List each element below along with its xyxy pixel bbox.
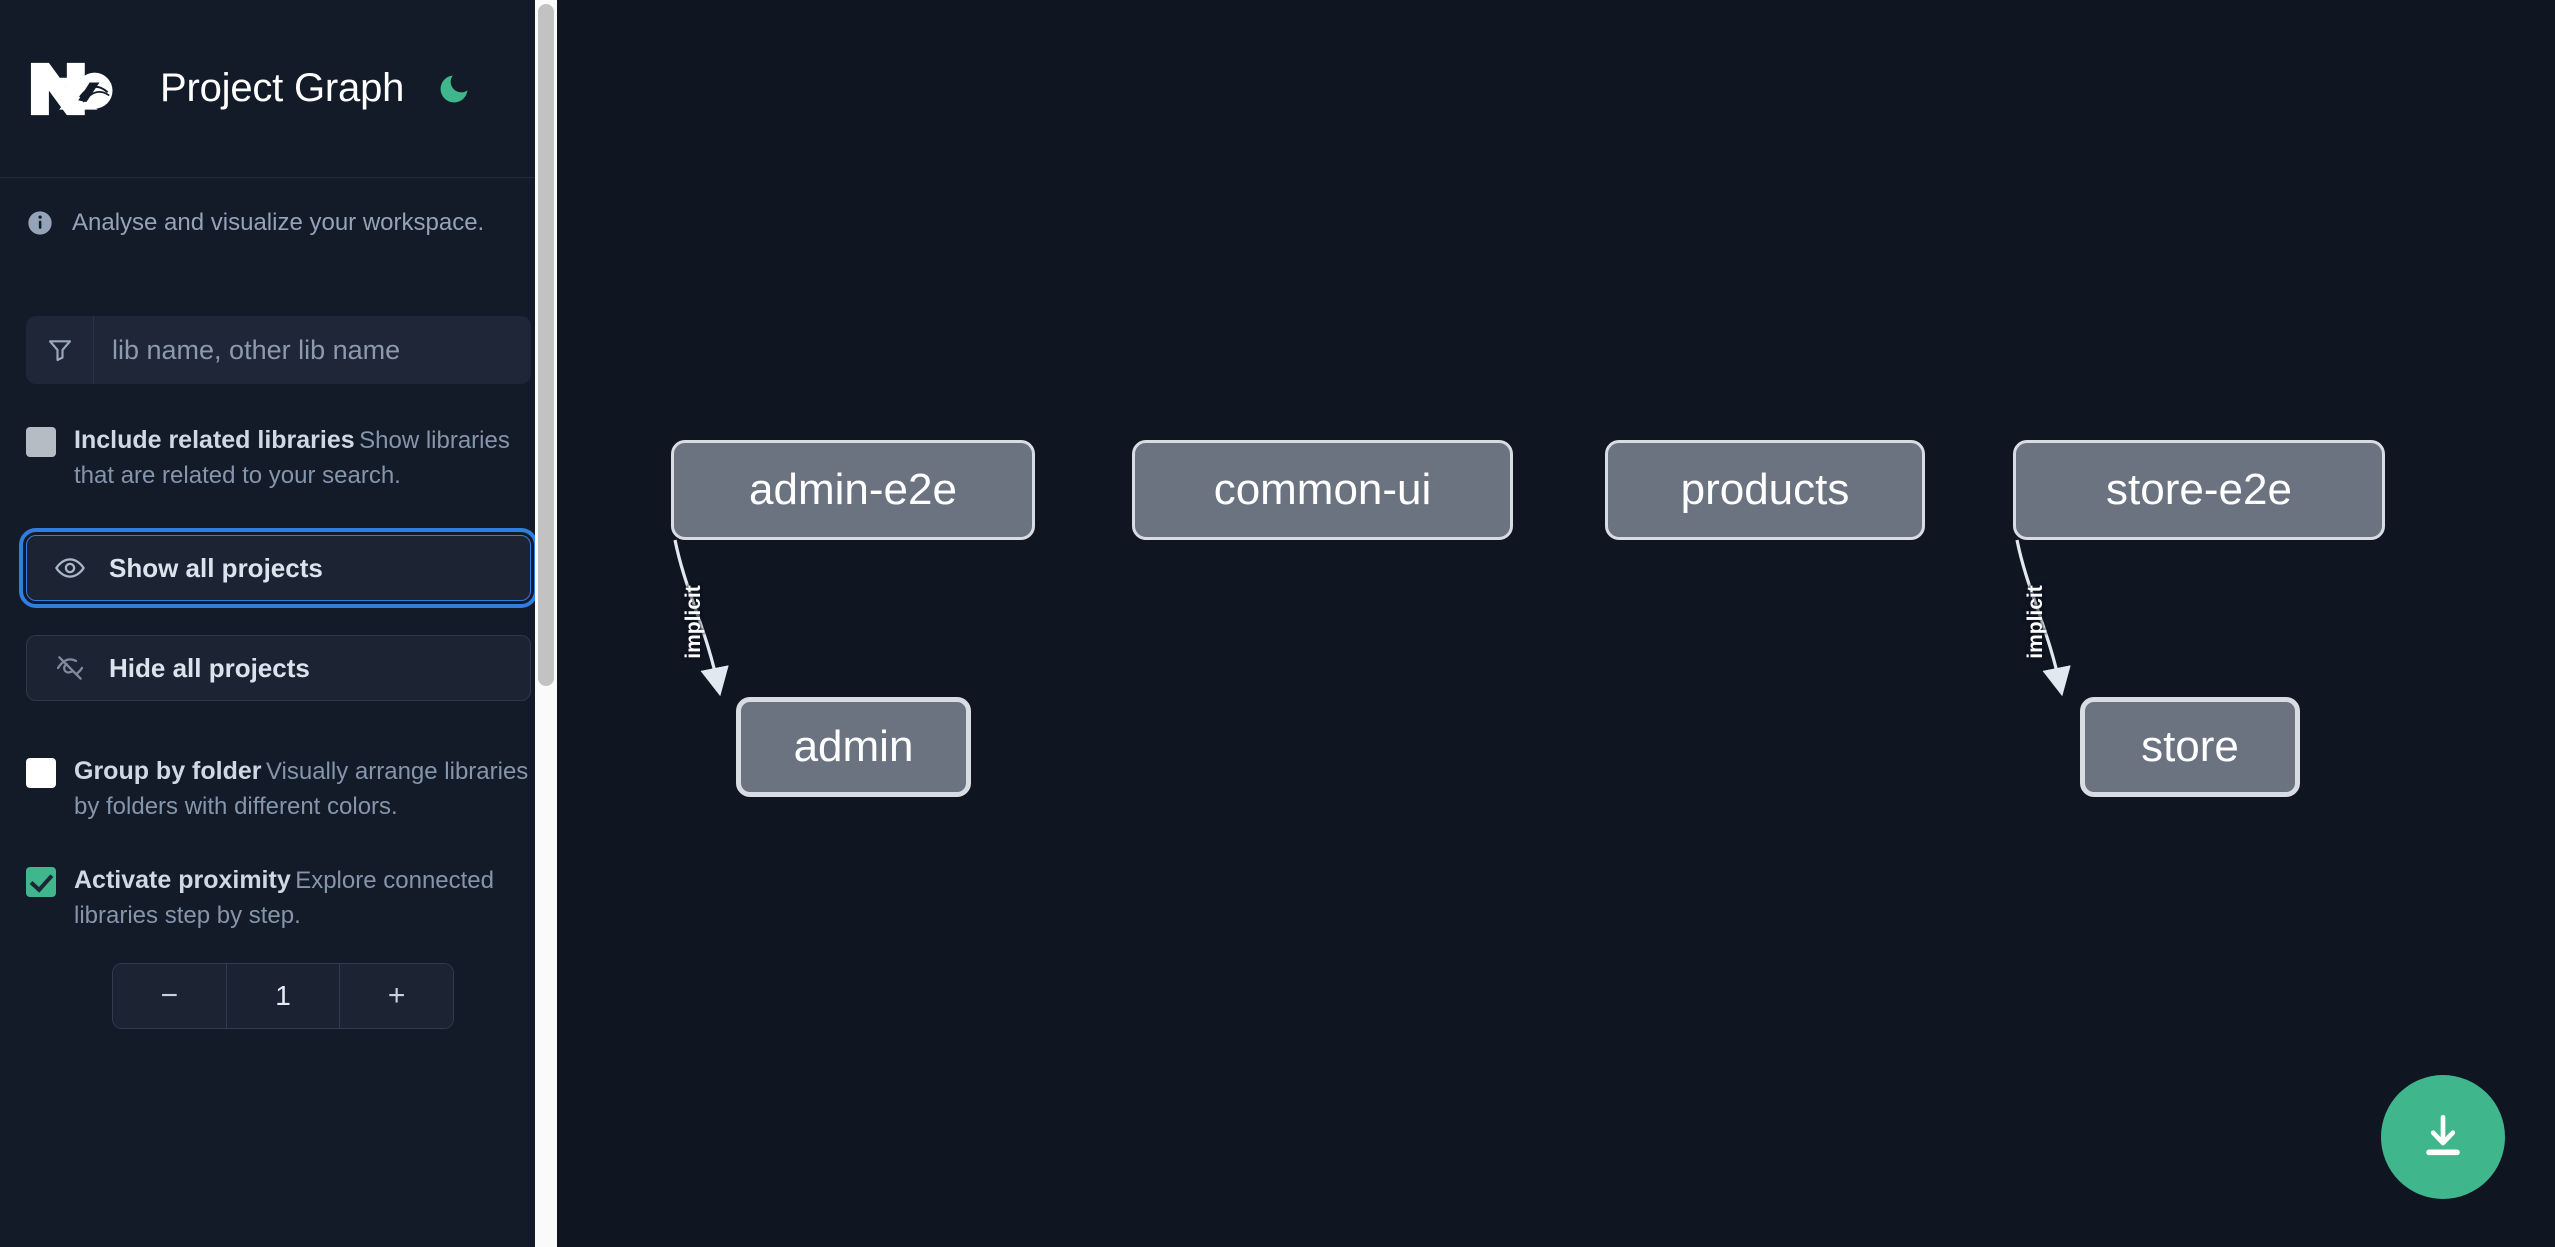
tagline-text: Analyse and visualize your workspace. xyxy=(72,209,485,236)
option-title: Activate proximity xyxy=(74,866,291,894)
option-title: Group by folder xyxy=(74,757,262,785)
group-by-folder-checkbox[interactable] xyxy=(26,758,56,788)
option-title: Include related libraries xyxy=(74,426,355,454)
option-group-by-folder[interactable]: Group by folder Visually arrange librari… xyxy=(0,753,557,824)
activate-proximity-checkbox[interactable] xyxy=(26,867,56,897)
download-graph-button[interactable] xyxy=(2381,1075,2505,1199)
node-label: store xyxy=(2141,722,2239,771)
edge-label-store-e2e-store: implicit xyxy=(2023,585,2047,659)
option-text: Include related libraries Show libraries… xyxy=(74,422,531,493)
proximity-decrement-button[interactable]: − xyxy=(113,964,226,1028)
moon-icon[interactable] xyxy=(432,67,476,111)
option-description: Explore connected libraries step by step… xyxy=(74,867,494,929)
graph-node-products[interactable]: products xyxy=(1605,440,1925,540)
graph-node-admin-e2e[interactable]: admin-e2e xyxy=(671,440,1035,540)
edge-store-e2e-store xyxy=(2015,539,2071,697)
sidebar-content: Project Graph Analyse and visualize your… xyxy=(0,0,557,1029)
option-text: Group by folder Visually arrange librari… xyxy=(74,753,531,824)
graph-node-common-ui[interactable]: common-ui xyxy=(1132,440,1513,540)
brand-row: Project Graph xyxy=(0,0,557,178)
info-icon xyxy=(26,209,54,237)
graph-edges-layer xyxy=(673,539,2071,697)
node-label: products xyxy=(1680,465,1850,514)
node-label: store-e2e xyxy=(2106,465,2292,514)
nx-logo-icon xyxy=(26,58,124,120)
edge-admin-e2e-admin xyxy=(673,539,729,697)
option-text: Activate proximity Explore connected lib… xyxy=(74,862,531,933)
node-label: common-ui xyxy=(1213,465,1432,514)
download-icon xyxy=(2415,1108,2471,1167)
node-label: admin xyxy=(793,722,914,771)
show-all-projects-label: Show all projects xyxy=(109,552,323,583)
eye-off-icon xyxy=(53,651,87,685)
include-related-libraries-checkbox[interactable] xyxy=(26,427,56,457)
hide-all-projects-label: Hide all projects xyxy=(109,652,310,683)
node-label: admin-e2e xyxy=(749,465,957,514)
sidebar-scrollbar[interactable] xyxy=(535,0,557,1247)
edge-label-admin-e2e-admin: implicit xyxy=(681,585,705,659)
graph-node-admin[interactable]: admin xyxy=(736,697,971,797)
option-description: Visually arrange libraries by folders wi… xyxy=(74,758,529,820)
show-all-projects-button[interactable]: Show all projects xyxy=(19,528,538,608)
proximity-stepper: − 1 + xyxy=(112,963,454,1029)
option-activate-proximity[interactable]: Activate proximity Explore connected lib… xyxy=(0,862,557,933)
option-description: Show libraries that are related to your … xyxy=(74,427,510,489)
page-title: Project Graph xyxy=(160,66,405,110)
search-input[interactable] xyxy=(94,316,531,384)
graph-node-store[interactable]: store xyxy=(2080,697,2300,797)
sidebar: Project Graph Analyse and visualize your… xyxy=(0,0,557,1247)
filter-funnel-icon[interactable] xyxy=(26,316,94,384)
graph-node-store-e2e[interactable]: store-e2e xyxy=(2013,440,2385,540)
visibility-buttons: Show all projects Hide all projects xyxy=(0,528,557,701)
search-field[interactable] xyxy=(26,316,531,384)
proximity-increment-button[interactable]: + xyxy=(340,964,453,1028)
hide-all-projects-button[interactable]: Hide all projects xyxy=(26,635,531,701)
sidebar-scrollbar-thumb[interactable] xyxy=(538,4,554,686)
proximity-value: 1 xyxy=(225,964,341,1028)
tagline-row: Analyse and visualize your workspace. xyxy=(0,178,557,268)
option-include-related-libraries[interactable]: Include related libraries Show libraries… xyxy=(0,422,557,493)
graph-canvas[interactable]: admin-e2e common-ui products store-e2e a… xyxy=(557,0,2555,1247)
eye-icon xyxy=(53,551,87,585)
